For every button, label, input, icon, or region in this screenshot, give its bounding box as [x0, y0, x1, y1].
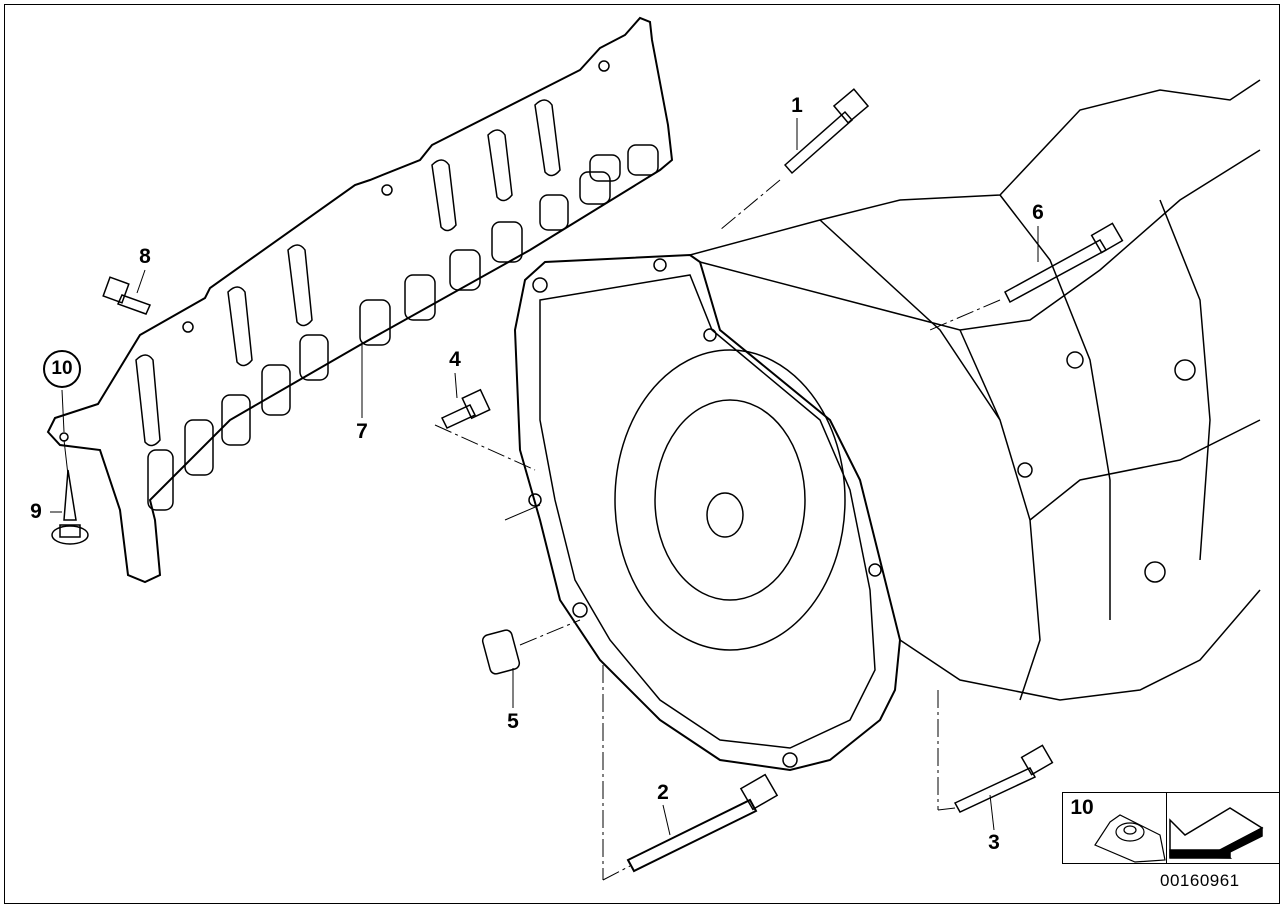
clip-nut-inset-drawing — [1094, 814, 1166, 863]
bolt-part-3 — [953, 744, 1054, 813]
screw-part-9 — [51, 469, 89, 545]
part-label-2: 2 — [657, 781, 669, 804]
part-label-10-circled: 10 — [43, 350, 81, 388]
inset-divider — [1166, 793, 1167, 863]
part-label-7: 7 — [356, 420, 368, 443]
heat-shield-part-7 — [46, 16, 674, 584]
inset-box — [1062, 792, 1280, 864]
bolt-part-2 — [626, 773, 779, 873]
arrow-icon — [1169, 807, 1264, 859]
drawing-number: 00160961 — [1160, 871, 1240, 890]
transmission-housing — [513, 79, 1261, 772]
bolt-part-6 — [1004, 222, 1124, 304]
part-label-3: 3 — [988, 831, 1000, 854]
part-label-9: 9 — [30, 500, 42, 523]
bolt-part-4 — [440, 388, 491, 429]
part-label-5: 5 — [507, 710, 519, 733]
part-label-6: 6 — [1032, 201, 1044, 224]
part-label-1: 1 — [791, 94, 803, 117]
part-label-8: 8 — [139, 245, 151, 268]
part-label-4: 4 — [449, 348, 461, 371]
sleeve-part-5 — [481, 629, 521, 675]
leader-lines — [50, 118, 1039, 881]
inset-label-10: 10 — [1070, 796, 1094, 819]
bolt-part-1 — [783, 88, 870, 175]
diagram-frame — [4, 4, 1280, 904]
bolt-part-8 — [102, 276, 152, 315]
